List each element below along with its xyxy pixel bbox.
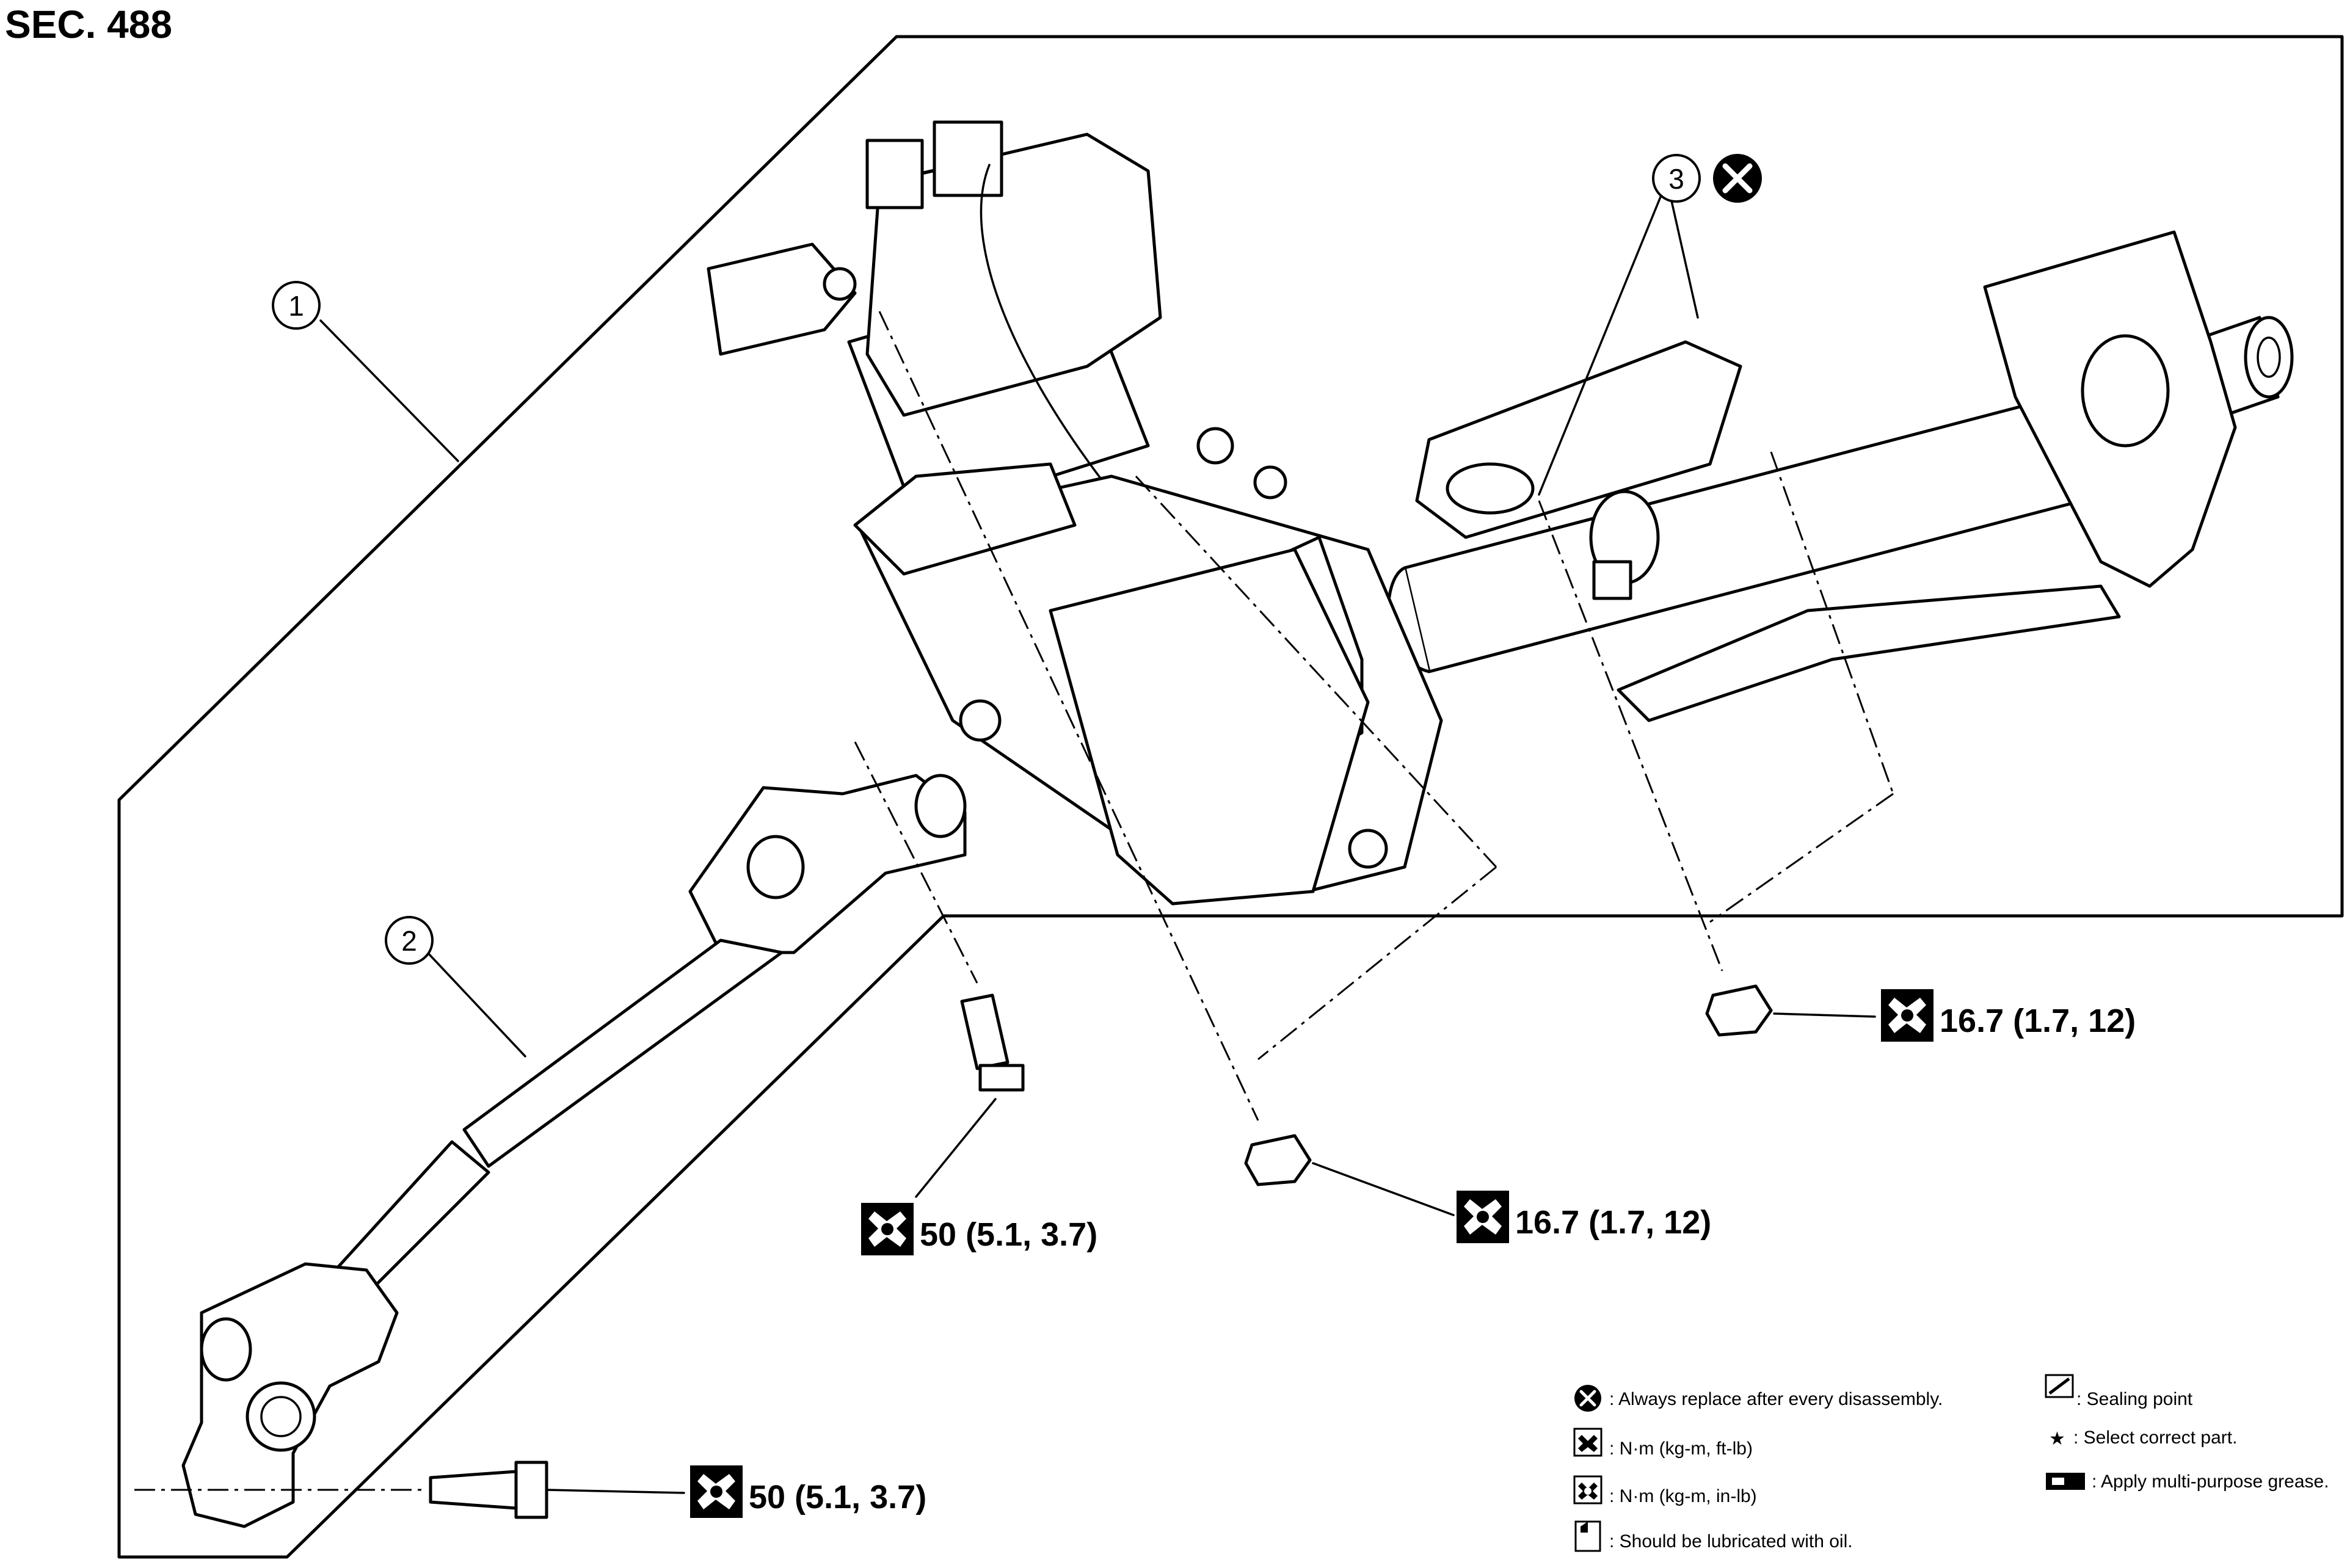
replace-icon	[1713, 154, 1762, 203]
lower-shaft-assembly	[181, 774, 967, 1528]
torque-wrench-icon	[861, 1203, 914, 1255]
torque-wrench-icon	[1457, 1191, 1509, 1243]
assembly-frame	[117, 35, 2344, 1559]
svg-text:: Select correct part.: : Select correct part.	[2073, 1428, 2237, 1448]
legend-replace: : Always replace after every disassembly…	[1574, 1385, 1943, 1412]
legend-grease: : Apply multi-purpose grease.	[2046, 1472, 2329, 1492]
svg-text:50 (5.1, 3.7): 50 (5.1, 3.7)	[749, 1479, 926, 1515]
callout-number: 1	[288, 290, 304, 322]
svg-text:: Should be lubricated with oi: : Should be lubricated with oil.	[1609, 1531, 1853, 1552]
callout-2: 2	[385, 916, 526, 1058]
svg-text:16.7 (1.7, 12): 16.7 (1.7, 12)	[1515, 1204, 1711, 1241]
svg-text:: Sealing point: : Sealing point	[2076, 1389, 2193, 1409]
svg-text:: N·m (kg-m, in-lb): : N·m (kg-m, in-lb)	[1609, 1486, 1757, 1506]
svg-text:: N·m (kg-m, ft-lb): : N·m (kg-m, ft-lb)	[1609, 1439, 1753, 1459]
torque-lower-bolt: 50 (5.1, 3.7)	[690, 1465, 926, 1518]
section-label: SEC. 488	[5, 2, 172, 46]
mid-bolt	[960, 993, 1025, 1092]
legend-nm-inlb: : N·m (kg-m, in-lb)	[1573, 1475, 1757, 1506]
legend-lubricate: : Should be lubricated with oil.	[1574, 1520, 1853, 1552]
grease-icon	[2046, 1473, 2085, 1490]
legend-select: ★ : Select correct part.	[2049, 1428, 2237, 1449]
star-icon: ★	[2049, 1429, 2065, 1449]
callout-number: 2	[401, 925, 417, 957]
callout-1: 1	[272, 281, 459, 462]
legend-nm-ftlb: : N·m (kg-m, ft-lb)	[1573, 1428, 1753, 1459]
torque-wrench-icon	[1881, 989, 1933, 1042]
torque-upper-nut: 16.7 (1.7, 12)	[1881, 989, 2136, 1042]
lower-nut	[1244, 1134, 1312, 1186]
svg-text:50 (5.1, 3.7): 50 (5.1, 3.7)	[920, 1216, 1097, 1253]
upper-nut	[1705, 984, 1773, 1037]
svg-text:: Apply multi-purpose grease.: : Apply multi-purpose grease.	[2092, 1472, 2329, 1492]
torque-mid-bolt: 50 (5.1, 3.7)	[861, 1203, 1097, 1255]
svg-text:16.7 (1.7, 12): 16.7 (1.7, 12)	[1940, 1003, 2136, 1039]
svg-text:: Always replace after every d: : Always replace after every disassembly…	[1609, 1389, 1943, 1409]
lower-bolt	[429, 1461, 548, 1519]
legend-sealing: : Sealing point	[2045, 1374, 2193, 1409]
torque-lower-nut: 16.7 (1.7, 12)	[1457, 1191, 1711, 1243]
callout-number: 3	[1668, 163, 1684, 195]
legend: : Always replace after every disassembly…	[1573, 1374, 2329, 1552]
callout-3: 3	[1538, 154, 1762, 496]
alignment-lines	[134, 311, 1894, 1491]
torque-wrench-icon	[690, 1465, 743, 1518]
